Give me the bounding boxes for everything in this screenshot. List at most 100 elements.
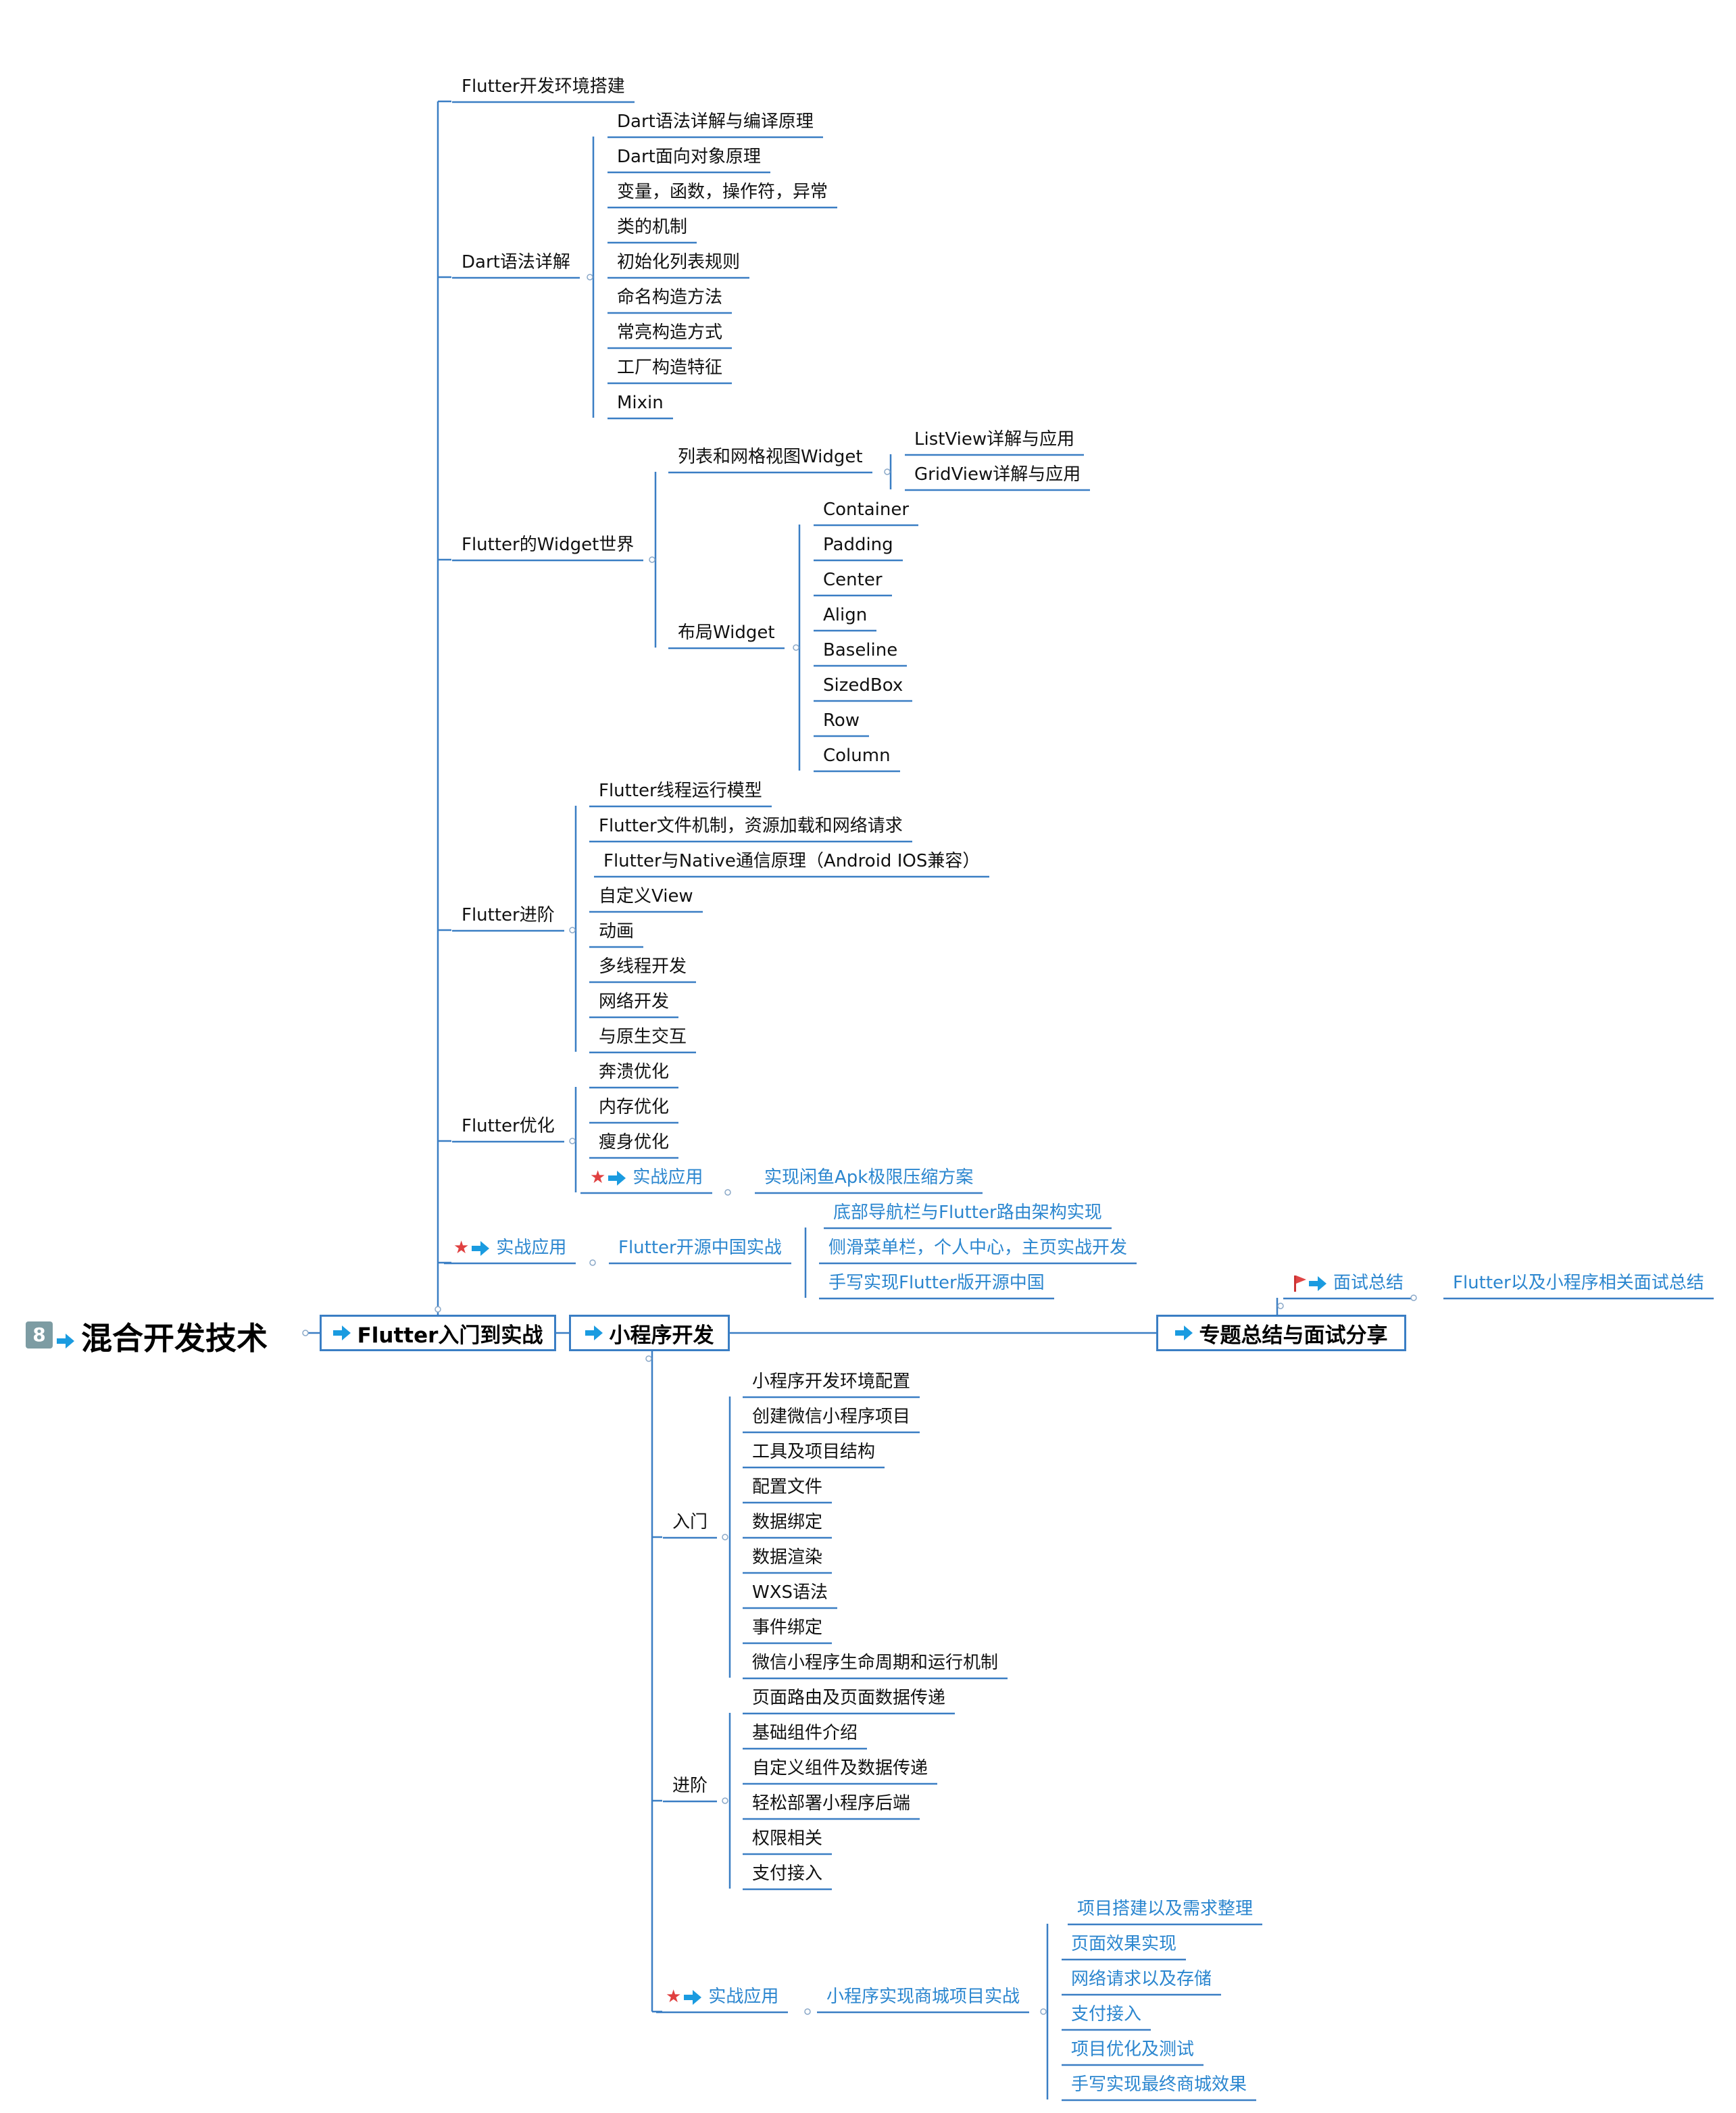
node-flutter[interactable]: Flutter入门到实战	[320, 1315, 556, 1351]
mp-practice-item[interactable]: 手写实现最终商城效果	[1071, 2074, 1247, 2095]
mp-intro-item[interactable]: 创建微信小程序项目	[752, 1407, 911, 1427]
mp-practice-project[interactable]: 小程序实现商城项目实战	[826, 1987, 1020, 2007]
arrow-icon	[585, 1326, 603, 1340]
mp-advanced-item[interactable]: 轻松部署小程序后端	[752, 1793, 911, 1814]
collapse-dot[interactable]	[649, 556, 655, 563]
dart-item[interactable]: Dart语法详解与编译原理	[617, 112, 814, 132]
collapse-dot[interactable]	[793, 644, 799, 651]
dart-item[interactable]: 命名构造方法	[617, 287, 723, 308]
dart-label[interactable]: Dart语法详解	[462, 252, 570, 272]
collapse-dot[interactable]	[1410, 1294, 1417, 1301]
mp-practice-item[interactable]: 项目搭建以及需求整理	[1077, 1899, 1254, 1919]
mp-advanced-item[interactable]: 权限相关	[752, 1828, 823, 1849]
optimize-item[interactable]: 瘦身优化	[599, 1132, 670, 1152]
collapse-dot[interactable]	[884, 468, 891, 475]
advanced-item[interactable]: 网络开发	[599, 992, 670, 1012]
optimize-practice-item[interactable]: 实现闲鱼Apk极限压缩方案	[764, 1167, 974, 1188]
root-title[interactable]: 混合开发技术	[57, 1314, 268, 1359]
layout-item[interactable]: Padding	[823, 535, 893, 555]
mp-intro-item[interactable]: WXS语法	[752, 1582, 828, 1603]
widget-label[interactable]: Flutter的Widget世界	[462, 535, 635, 555]
collapse-dot[interactable]	[722, 1797, 728, 1804]
advanced-label[interactable]: Flutter进阶	[462, 905, 555, 925]
flutter-practice-label[interactable]: ★实战应用	[453, 1236, 566, 1259]
node-summary-label: 专题总结与面试分享	[1199, 1323, 1388, 1348]
dart-item[interactable]: 变量，函数，操作符，异常	[617, 182, 828, 202]
advanced-item[interactable]: 动画	[599, 921, 635, 942]
node-miniprogram[interactable]: 小程序开发	[569, 1315, 730, 1351]
collapse-dot[interactable]	[722, 1534, 728, 1540]
collapse-dot[interactable]	[724, 1189, 731, 1196]
advanced-item[interactable]: Flutter文件机制，资源加载和网络请求	[599, 816, 903, 836]
optimize-item[interactable]: 内存优化	[599, 1097, 670, 1117]
mp-practice-label[interactable]: ★实战应用	[666, 1985, 778, 2008]
collapse-dot[interactable]	[804, 2008, 811, 2015]
node-flutter-label: Flutter入门到实战	[357, 1323, 543, 1348]
mp-practice-item[interactable]: 项目优化及测试	[1071, 2039, 1195, 2060]
dart-item[interactable]: Dart面向对象原理	[617, 147, 761, 167]
mp-intro-item[interactable]: 工具及项目结构	[752, 1442, 876, 1462]
layout-item[interactable]: Column	[823, 746, 891, 766]
mp-advanced-item[interactable]: 自定义组件及数据传递	[752, 1758, 928, 1778]
mp-advanced-item[interactable]: 支付接入	[752, 1864, 823, 1884]
layout-item[interactable]: Center	[823, 570, 883, 590]
star-icon: ★	[590, 1167, 606, 1188]
layout-item[interactable]: Container	[823, 500, 910, 520]
mp-intro-item[interactable]: 数据绑定	[752, 1512, 823, 1532]
flutter-practice-item[interactable]: 手写实现Flutter版开源中国	[828, 1273, 1045, 1293]
layout-item[interactable]: Baseline	[823, 640, 898, 660]
advanced-item[interactable]: Flutter线程运行模型	[599, 781, 762, 801]
widget-layout-label[interactable]: 布局Widget	[678, 623, 775, 643]
dart-item[interactable]: 初始化列表规则	[617, 252, 741, 272]
arrow-icon	[57, 1333, 74, 1349]
layout-item[interactable]: Align	[823, 605, 868, 625]
layout-item[interactable]: SizedBox	[823, 675, 903, 696]
dart-item[interactable]: 常亮构造方式	[617, 322, 723, 343]
collapse-dot[interactable]	[569, 927, 576, 933]
mp-advanced-item[interactable]: 页面路由及页面数据传递	[752, 1688, 946, 1708]
mp-intro-item[interactable]: 数据渲染	[752, 1547, 823, 1568]
dart-item[interactable]: Mixin	[617, 393, 664, 413]
collapse-dot[interactable]	[435, 1306, 441, 1313]
collapse-dot[interactable]	[589, 1259, 596, 1266]
interview-label[interactable]: 面试总结	[1293, 1271, 1404, 1294]
flutter-env[interactable]: Flutter开发环境搭建	[462, 76, 625, 97]
mp-advanced-item[interactable]: 基础组件介绍	[752, 1723, 858, 1743]
widget-list-item[interactable]: GridView详解与应用	[914, 464, 1081, 485]
layout-item[interactable]: Row	[823, 710, 860, 731]
flutter-practice-item[interactable]: 底部导航栏与Flutter路由架构实现	[833, 1203, 1102, 1223]
mp-intro-item[interactable]: 微信小程序生命周期和运行机制	[752, 1653, 999, 1673]
widget-list-label[interactable]: 列表和网格视图Widget	[678, 447, 863, 467]
node-summary[interactable]: 专题总结与面试分享	[1156, 1315, 1406, 1351]
optimize-label[interactable]: Flutter优化	[462, 1116, 555, 1136]
optimize-practice-label[interactable]: ★实战应用	[590, 1166, 703, 1189]
mp-practice-item[interactable]: 网络请求以及存储	[1071, 1969, 1212, 1989]
flutter-practice-project[interactable]: Flutter开源中国实战	[618, 1238, 782, 1258]
advanced-item[interactable]: 多线程开发	[599, 956, 687, 977]
advanced-item[interactable]: 与原生交互	[599, 1027, 687, 1047]
node-miniprogram-label: 小程序开发	[609, 1323, 714, 1348]
mp-advanced-label[interactable]: 进阶	[672, 1776, 708, 1796]
optimize-item[interactable]: 奔溃优化	[599, 1062, 670, 1082]
mp-intro-item[interactable]: 配置文件	[752, 1477, 823, 1497]
root-title-text: 混合开发技术	[81, 1320, 268, 1357]
collapse-dot[interactable]	[569, 1138, 576, 1144]
collapse-dot[interactable]	[587, 274, 593, 281]
mp-practice-item[interactable]: 页面效果实现	[1071, 1934, 1177, 1954]
advanced-item[interactable]: 自定义View	[599, 886, 693, 906]
mp-intro-label[interactable]: 入门	[672, 1512, 708, 1532]
collapse-dot[interactable]	[302, 1330, 309, 1336]
interview-item[interactable]: Flutter以及小程序相关面试总结	[1453, 1273, 1704, 1293]
mp-practice-item[interactable]: 支付接入	[1071, 2004, 1142, 2024]
collapse-dot[interactable]	[645, 1355, 652, 1362]
dart-item[interactable]: 类的机制	[617, 217, 688, 237]
mp-intro-item[interactable]: 小程序开发环境配置	[752, 1371, 911, 1392]
flutter-practice-item[interactable]: 侧滑菜单栏，个人中心，主页实战开发	[828, 1238, 1128, 1258]
collapse-dot[interactable]	[1277, 1303, 1284, 1309]
advanced-item[interactable]: Flutter与Native通信原理（Android IOS兼容）	[603, 851, 981, 871]
dart-item[interactable]: 工厂构造特征	[617, 358, 723, 378]
widget-list-item[interactable]: ListView详解与应用	[914, 429, 1075, 450]
collapse-dot[interactable]	[1040, 2008, 1047, 2015]
mp-intro-item[interactable]: 事件绑定	[752, 1618, 823, 1638]
